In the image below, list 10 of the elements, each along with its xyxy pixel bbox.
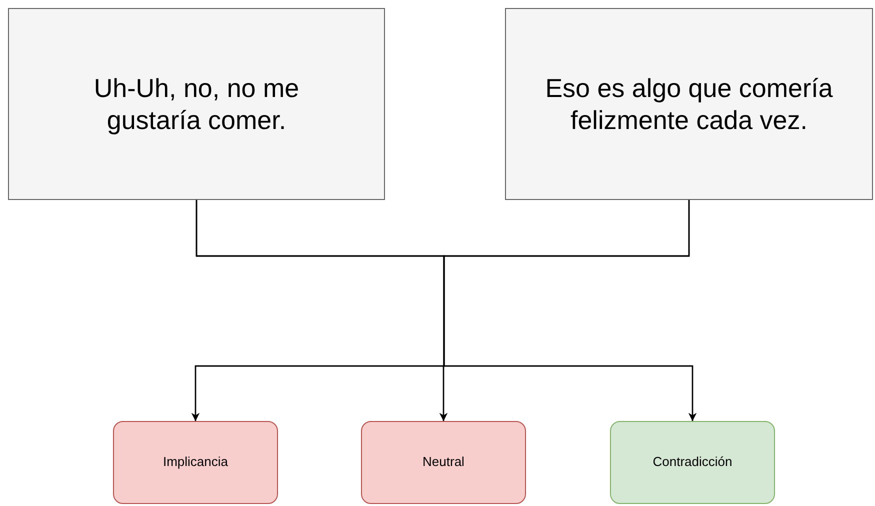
node-text: Uh-Uh, no, no me gustaría comer.: [92, 72, 300, 136]
sentence-box: [8, 8, 385, 200]
label-box: [113, 421, 278, 504]
node-text: Implicancia: [162, 454, 230, 471]
node-text: Contradicción: [652, 454, 734, 471]
node-text: Eso es algo que comería felizmente cada vez.: [544, 72, 834, 136]
sentence-box: [505, 8, 873, 200]
node-text: Neutral: [422, 454, 466, 471]
label-box: [361, 421, 526, 504]
label-box: [610, 421, 775, 504]
